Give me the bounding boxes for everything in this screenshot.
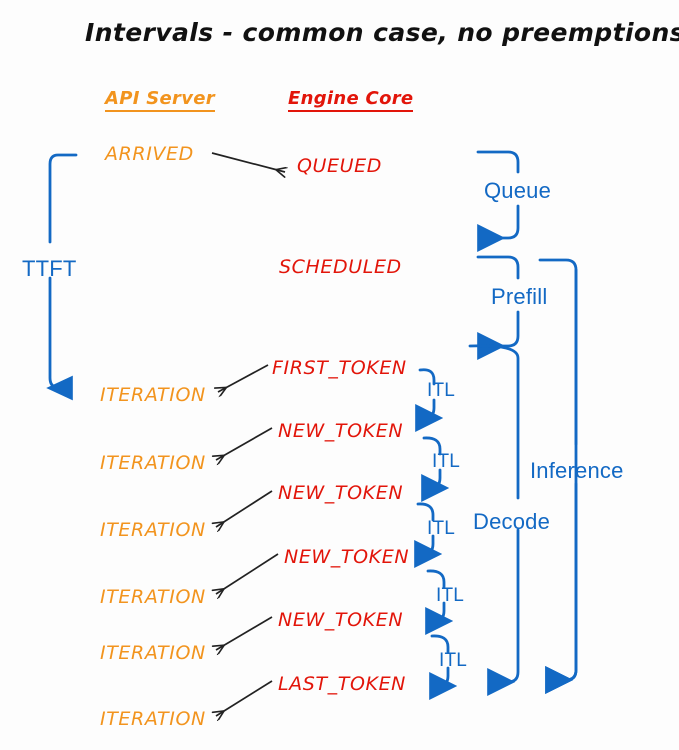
api-state-iteration-5: ITERATION <box>100 642 206 664</box>
engine-state-new-token-3: NEW_TOKEN <box>284 546 410 568</box>
engine-state-first-token: FIRST_TOKEN <box>272 357 407 379</box>
engine-state-new-token-2: NEW_TOKEN <box>278 482 404 504</box>
annotation-inference: Inference <box>530 458 624 483</box>
annotation-prefill: Prefill <box>491 284 548 309</box>
annotation-itl-1: ITL <box>427 380 456 401</box>
queue-bracket <box>476 150 520 252</box>
annotation-itl-2: ITL <box>432 451 461 472</box>
api-state-iteration-3: ITERATION <box>100 519 206 541</box>
arrow-first-token-to-iteration <box>218 364 269 392</box>
api-state-iteration-2: ITERATION <box>100 452 206 474</box>
api-state-iteration-4: ITERATION <box>100 586 206 608</box>
annotation-itl-3: ITL <box>427 518 456 539</box>
arrow-new-token-to-iteration-4 <box>216 616 273 650</box>
annotation-itl-4: ITL <box>436 585 465 606</box>
prefill-bracket <box>476 255 520 360</box>
arrow-last-token-to-iteration <box>216 680 273 716</box>
itl-hook-1 <box>415 368 444 432</box>
arrow-arrived-to-queued <box>211 152 285 172</box>
decode-bracket <box>468 344 520 696</box>
engine-state-new-token-4: NEW_TOKEN <box>278 609 404 631</box>
itl-hook-2 <box>421 436 450 502</box>
itl-hook-4 <box>425 569 454 635</box>
itl-hook-5 <box>429 634 458 700</box>
api-state-arrived: ARRIVED <box>105 143 194 165</box>
arrow-new-token-to-iteration-2 <box>216 490 273 527</box>
itl-hook-3 <box>414 502 443 568</box>
ttft-bracket <box>46 153 78 401</box>
engine-state-queued: QUEUED <box>297 155 383 177</box>
engine-state-last-token: LAST_TOKEN <box>278 673 406 695</box>
annotation-itl-5: ITL <box>439 650 468 671</box>
annotation-queue: Queue <box>484 178 552 203</box>
api-state-iteration-1: ITERATION <box>100 384 206 406</box>
inference-bracket <box>545 268 578 694</box>
engine-state-new-token-1: NEW_TOKEN <box>278 420 404 442</box>
arrow-new-token-to-iteration-1 <box>216 427 273 460</box>
column-header-engine-core: Engine Core <box>288 90 414 112</box>
annotation-decode: Decode <box>473 509 551 534</box>
arrow-new-token-to-iteration-3 <box>216 553 279 594</box>
annotation-ttft: TTFT <box>22 256 77 281</box>
api-state-iteration-6: ITERATION <box>100 708 206 730</box>
column-header-api-server: API Server <box>105 90 215 112</box>
page-title: Intervals - common case, no preemptions <box>85 18 679 47</box>
engine-state-scheduled: SCHEDULED <box>279 256 402 278</box>
